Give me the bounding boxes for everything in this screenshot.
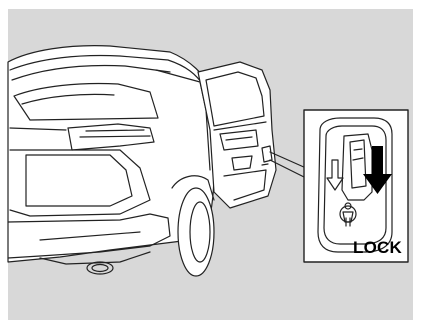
vehicle-body-icon	[8, 46, 214, 276]
lock-label: LOCK	[353, 239, 402, 256]
